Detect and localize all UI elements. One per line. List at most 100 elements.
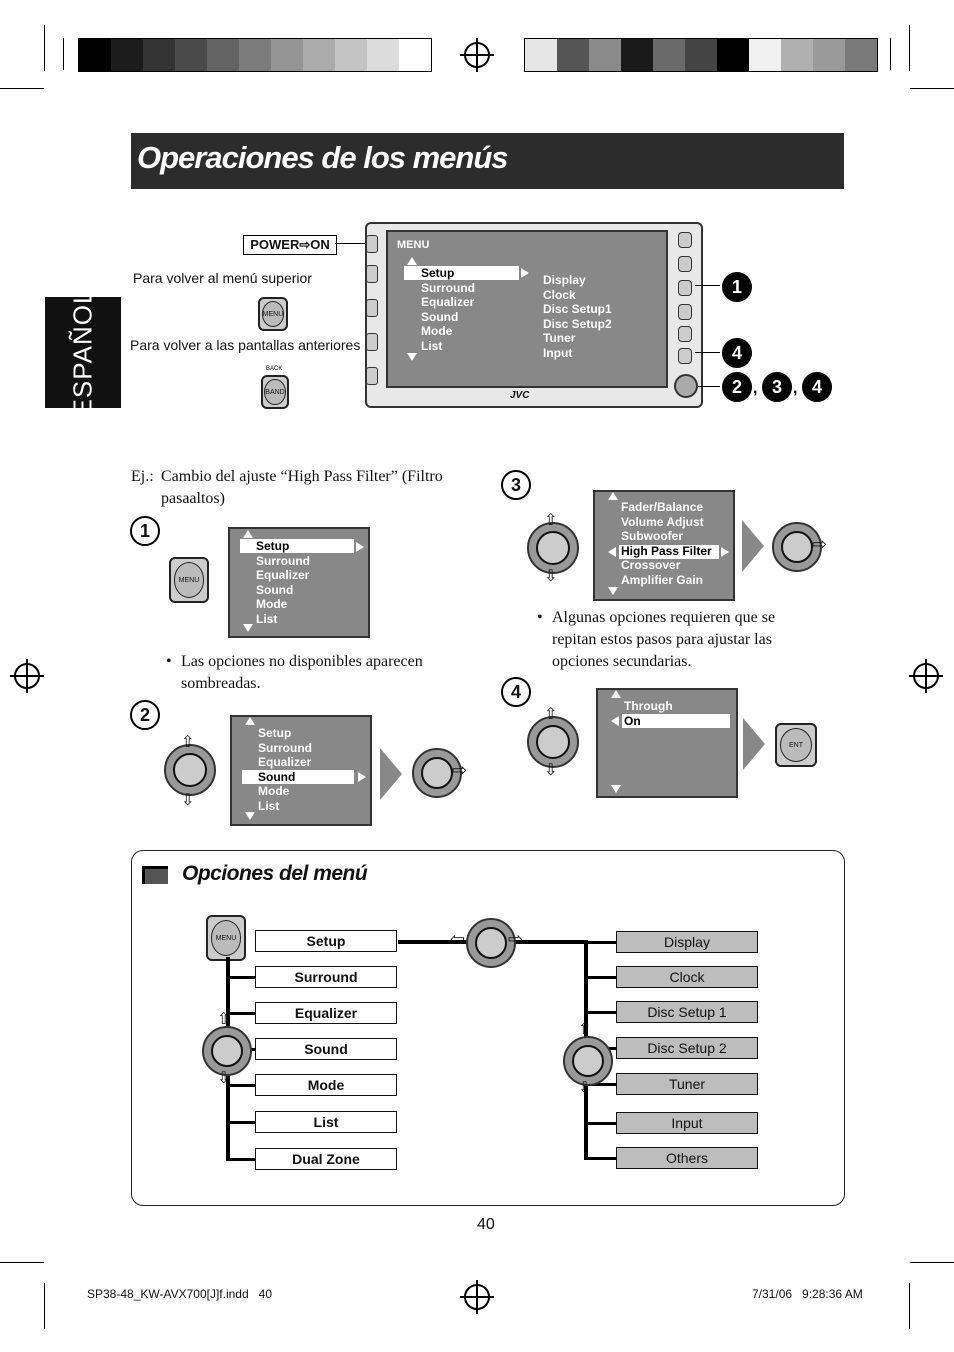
menu-option[interactable]: List xyxy=(255,1111,397,1133)
registration-mark-icon xyxy=(10,659,44,693)
control-dial-icon[interactable] xyxy=(527,716,579,768)
menu-button[interactable]: MENU xyxy=(258,297,288,331)
submenu-arrow-icon xyxy=(356,542,364,552)
scroll-down-icon xyxy=(608,587,618,595)
scroll-up-icon xyxy=(608,492,618,500)
menu-item[interactable]: Display xyxy=(543,273,586,287)
control-dial-icon[interactable] xyxy=(466,918,516,968)
up-arrow-icon: ⇧ xyxy=(578,1021,592,1038)
crop-mark xyxy=(910,1262,954,1263)
tree-branch xyxy=(584,976,617,979)
left-arrow-icon: ⇦ xyxy=(450,929,466,949)
menu-item[interactable]: On xyxy=(624,713,641,728)
color-swatch xyxy=(781,39,813,71)
ent-button[interactable]: ENT xyxy=(775,723,817,767)
menu-item[interactable]: Disc Setup1 xyxy=(543,302,612,317)
crop-mark xyxy=(909,25,910,71)
menu-item[interactable]: Sound xyxy=(421,309,459,324)
scroll-down-icon xyxy=(245,812,255,820)
menu-item[interactable]: Sound xyxy=(256,582,294,597)
menu-item[interactable]: Tuner xyxy=(543,331,576,346)
menu-item[interactable]: Amplifier Gain xyxy=(621,572,704,587)
menu-item[interactable]: List xyxy=(256,611,278,626)
color-swatch xyxy=(399,39,431,71)
menu-item[interactable]: Surround xyxy=(421,280,475,295)
menu-option[interactable]: Mode xyxy=(255,1074,397,1096)
menu-item[interactable]: Mode xyxy=(256,597,288,612)
control-dial-icon[interactable] xyxy=(202,1026,252,1076)
right-arrow-icon: ⇨ xyxy=(508,929,524,949)
menu-option[interactable]: Input xyxy=(616,1112,758,1134)
control-dial-icon[interactable] xyxy=(412,748,462,798)
footer-file: SP38-48_KW-AVX700[J]f.indd 40 xyxy=(87,1287,272,1301)
menu-item[interactable]: Clock xyxy=(543,287,576,302)
back-label: BACK xyxy=(266,366,283,372)
menu-item[interactable]: High Pass Filter xyxy=(621,543,712,558)
step-3-note: Algunas opciones requieren que se repita… xyxy=(552,609,776,670)
menu-item[interactable]: Setup xyxy=(421,266,455,280)
section-marker-icon xyxy=(142,866,168,884)
menu-item[interactable]: Crossover xyxy=(621,558,681,573)
menu-item[interactable]: Through xyxy=(624,699,673,713)
options-heading: Opciones del menú xyxy=(182,862,368,885)
band-button[interactable]: BAND xyxy=(261,375,289,409)
menu-item[interactable]: Disc Setup2 xyxy=(543,316,612,331)
color-swatch xyxy=(749,39,781,71)
registration-mark-icon xyxy=(460,1280,494,1314)
menu-button[interactable]: MENU xyxy=(169,557,209,603)
menu-button[interactable]: MENU xyxy=(206,915,246,961)
menu-option[interactable]: Setup xyxy=(255,930,397,952)
callout-step-2: 2 xyxy=(722,372,752,402)
control-dial-icon[interactable] xyxy=(563,1036,613,1086)
menu-item[interactable]: List xyxy=(421,338,443,353)
next-arrow-icon xyxy=(380,748,402,800)
tree-branch xyxy=(226,1084,256,1087)
menu-item[interactable]: Setup xyxy=(256,539,290,553)
menu-item[interactable]: Sound xyxy=(258,769,296,784)
menu-item[interactable]: List xyxy=(258,798,280,813)
crop-mark xyxy=(44,1283,45,1329)
callout-step-1: 1 xyxy=(722,272,752,302)
menu-option[interactable]: Dual Zone xyxy=(255,1148,397,1170)
menu-option[interactable]: Disc Setup 1 xyxy=(616,1001,758,1023)
leader-line xyxy=(695,285,720,286)
menu-item[interactable]: Input xyxy=(543,345,573,360)
menu-item[interactable]: Fader/Balance xyxy=(621,500,704,514)
control-dial-icon[interactable] xyxy=(164,744,216,796)
color-swatch xyxy=(845,39,877,71)
menu-option[interactable]: Clock xyxy=(616,966,758,988)
menu-item[interactable]: Equalizer xyxy=(258,755,312,770)
menu-item[interactable]: Surround xyxy=(256,553,310,568)
menu-option[interactable]: Tuner xyxy=(616,1073,758,1095)
menu-item[interactable]: Surround xyxy=(258,740,312,755)
device-left-buttons xyxy=(366,235,378,385)
menu-option[interactable]: Disc Setup 2 xyxy=(616,1037,758,1059)
menu-item[interactable]: Equalizer xyxy=(256,568,310,583)
color-swatch xyxy=(813,39,845,71)
menu-option[interactable]: Equalizer xyxy=(255,1002,397,1024)
color-swatch xyxy=(557,39,589,71)
tree-branch xyxy=(584,1011,617,1014)
menu-item[interactable]: Volume Adjust xyxy=(621,514,704,529)
footer-date: 7/31/06 9:28:36 AM xyxy=(752,1287,863,1301)
scroll-down-icon xyxy=(611,785,621,793)
menu-item[interactable]: Mode xyxy=(258,784,290,799)
scroll-up-icon xyxy=(611,690,621,698)
control-dial-icon[interactable] xyxy=(772,522,822,572)
tree-branch xyxy=(584,941,617,944)
menu-item[interactable]: Mode xyxy=(421,324,453,339)
menu-option[interactable]: Sound xyxy=(255,1038,397,1060)
menu-item[interactable]: Subwoofer xyxy=(621,529,683,544)
menu-item[interactable]: Equalizer xyxy=(421,295,475,310)
menu-option[interactable]: Surround xyxy=(255,966,397,988)
menu-option[interactable]: Display xyxy=(616,931,758,953)
tree-branch xyxy=(226,1121,256,1124)
bullet: • xyxy=(166,653,172,670)
down-arrow-icon: ⇩ xyxy=(544,762,558,779)
menu-option[interactable]: Others xyxy=(616,1147,758,1169)
control-dial-icon[interactable] xyxy=(527,522,579,574)
menu-item[interactable]: Setup xyxy=(258,726,292,740)
crop-mark xyxy=(890,38,891,70)
color-swatch xyxy=(335,39,367,71)
